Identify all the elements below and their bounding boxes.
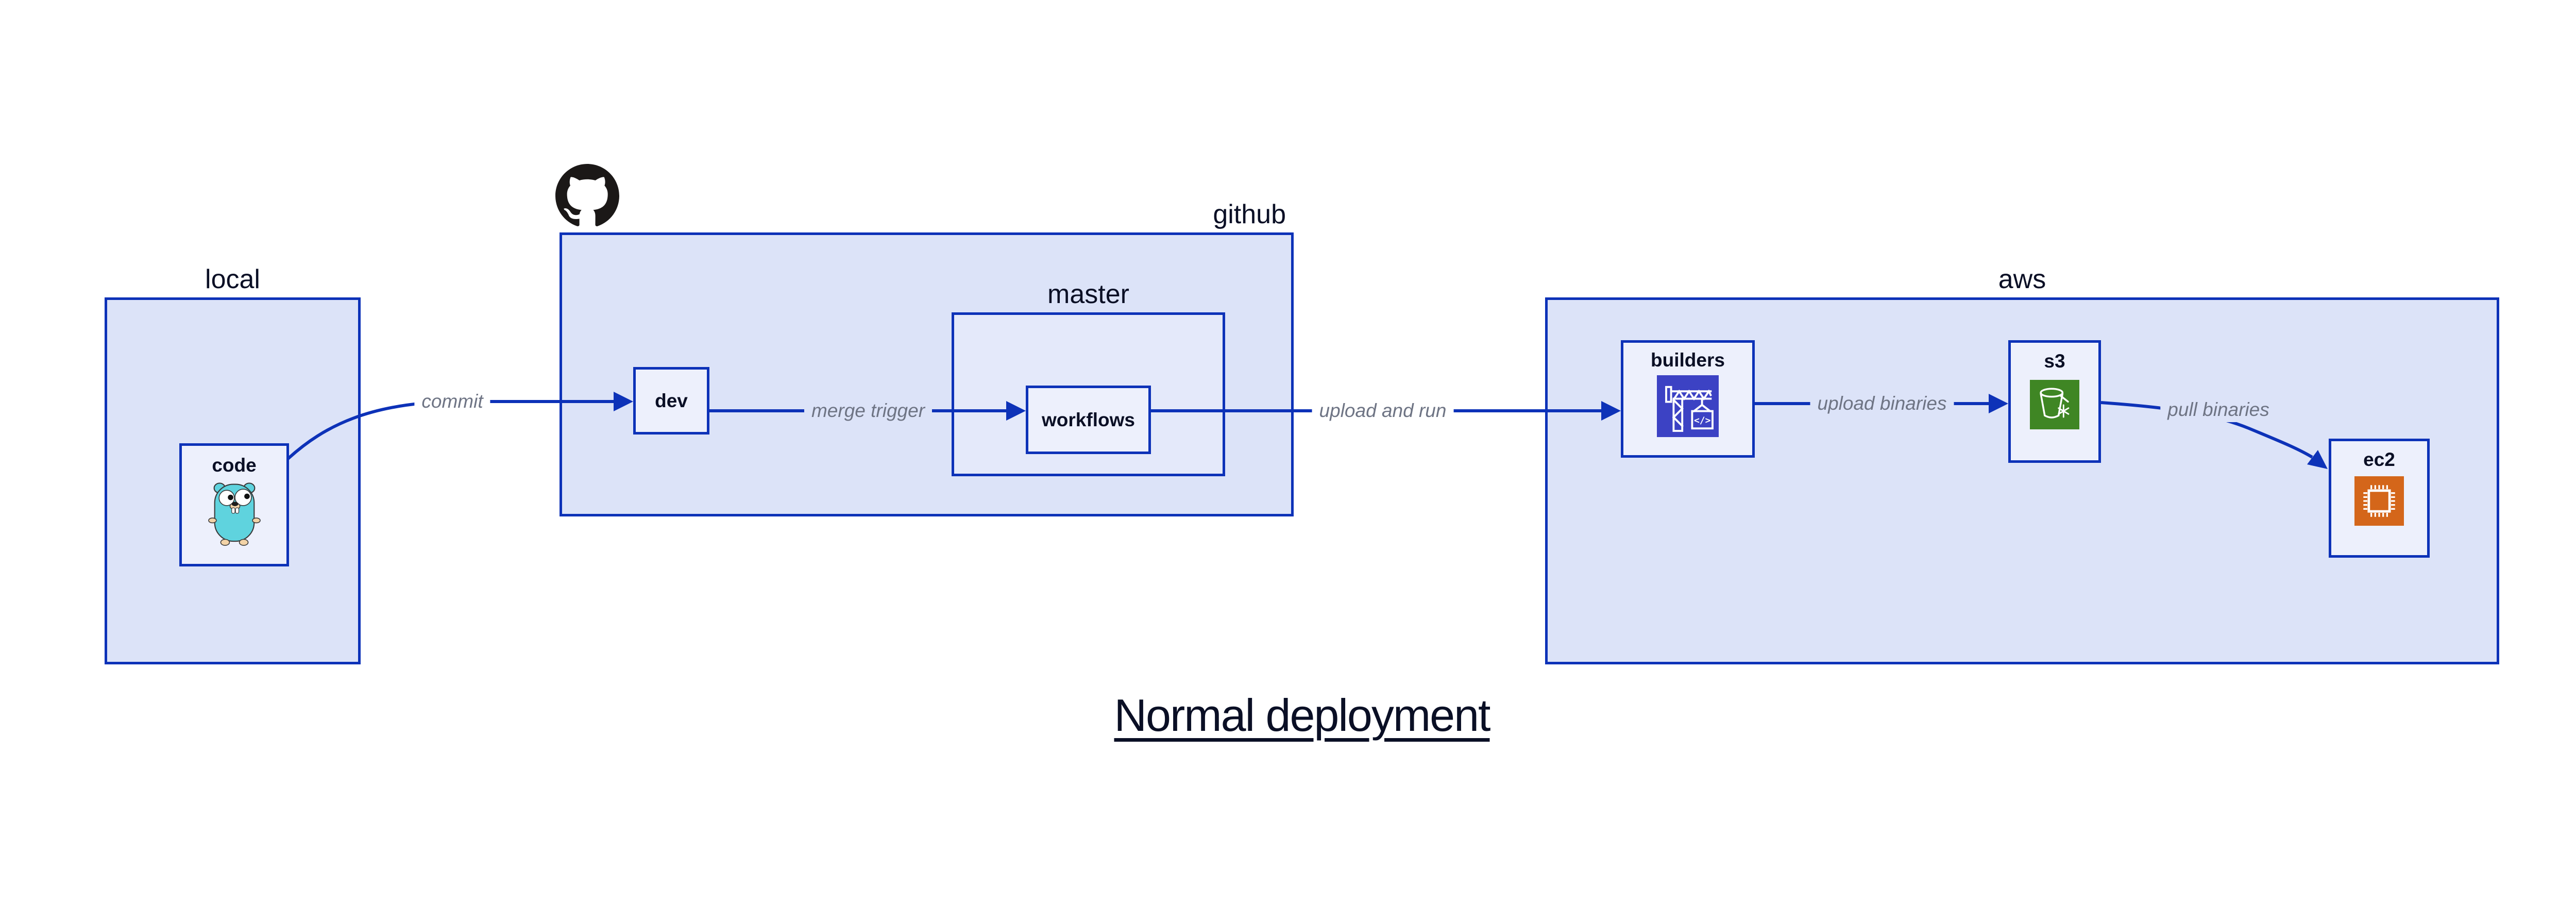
go-gopher-icon xyxy=(208,482,261,546)
container-aws: aws builders </> xyxy=(1545,264,2499,664)
container-github: github dev master workflows xyxy=(560,199,1294,516)
node-dev: dev xyxy=(633,367,709,435)
edge-merge-trigger-label: merge trigger xyxy=(804,398,933,423)
container-master-label: master xyxy=(1047,279,1129,309)
node-code-label: code xyxy=(212,455,257,476)
node-ec2: ec2 xyxy=(2329,439,2430,558)
builders-icon-glyph: </> xyxy=(1694,415,1711,426)
s3-glacier-bucket-icon xyxy=(2030,380,2079,429)
container-master: master workflows xyxy=(952,279,1225,476)
edge-upload-binaries-label: upload binaries xyxy=(1810,391,1954,416)
diagram-title-text: Normal deployment xyxy=(1114,690,1491,741)
edge-pull-binaries-label: pull binaries xyxy=(2160,397,2277,422)
node-code: code xyxy=(179,443,289,566)
edge-commit-label: commit xyxy=(414,389,490,414)
container-local-label: local xyxy=(205,264,260,294)
node-builders: builders </> xyxy=(1621,340,1755,458)
node-ec2-label: ec2 xyxy=(2363,449,2395,470)
codebuild-crane-icon: </> xyxy=(1657,375,1719,437)
diagram-title: Normal deployment xyxy=(0,690,2576,741)
edge-upload-and-run-label: upload and run xyxy=(1312,398,1454,423)
node-s3: s3 xyxy=(2008,340,2101,463)
node-s3-label: s3 xyxy=(2044,350,2065,372)
container-github-label: github xyxy=(1213,199,1286,229)
node-workflows: workflows xyxy=(1026,386,1151,454)
github-logo-icon xyxy=(555,164,619,226)
node-workflows-label: workflows xyxy=(1042,409,1135,430)
container-local: local code xyxy=(105,264,361,664)
ec2-chip-icon xyxy=(2354,476,2404,526)
container-aws-label: aws xyxy=(1998,264,2046,294)
node-dev-label: dev xyxy=(655,390,688,411)
node-builders-label: builders xyxy=(1651,349,1725,371)
